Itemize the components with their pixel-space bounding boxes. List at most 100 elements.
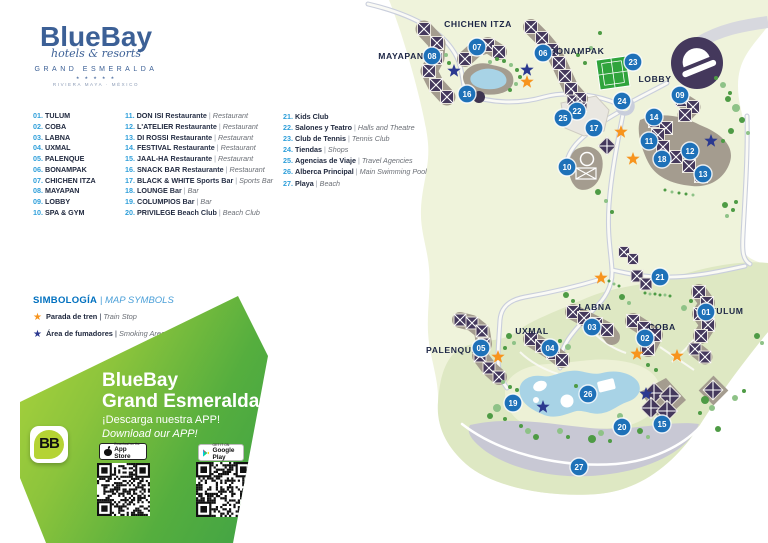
legend-item-06: 06. BONAMPAK — [33, 164, 87, 174]
map-marker-11: 11 — [639, 131, 659, 151]
legend-item-11: 11. DON ISI Restaurante | Restaurant — [125, 111, 248, 120]
legend-item-12: 12. L'ATELIER Restaurante | Restaurant — [125, 121, 258, 131]
legend-item-26: 26. Alberca Principal | Main Swimming Po… — [283, 167, 427, 177]
svg-text:16: 16 — [463, 90, 472, 99]
train-stop-star-icon — [630, 347, 644, 360]
map-label-palenque: PALENQUE — [426, 345, 478, 355]
bb-icon-blob — [34, 430, 64, 459]
logo-tagline: hotels & resorts — [51, 47, 141, 60]
svg-text:27: 27 — [575, 463, 584, 472]
smoking-area-star-icon — [704, 134, 718, 147]
svg-text:10: 10 — [563, 163, 572, 172]
smoking-area-star-icon — [639, 387, 653, 400]
map-label-tulum: TULUM — [710, 306, 743, 316]
svg-text:17: 17 — [590, 124, 599, 133]
map-label-lobby: LOBBY — [638, 74, 671, 84]
map-marker-07: 07 — [467, 37, 487, 57]
svg-text:04: 04 — [546, 344, 555, 353]
svg-text:19: 19 — [509, 399, 518, 408]
legend-item-17: 17. BLACK & WHITE Sports Bar | Sports Ba… — [125, 175, 274, 185]
map-marker-03: 03 — [582, 317, 602, 337]
legend-item-24: 24. Tiendas | Shops — [283, 145, 349, 155]
svg-text:20: 20 — [618, 423, 627, 432]
svg-text:21: 21 — [656, 273, 665, 282]
legend-item-27: 27. Playa | Beach — [283, 178, 341, 188]
train-stop-star-icon — [491, 350, 505, 363]
svg-text:07: 07 — [473, 43, 482, 52]
map-marker-20: 20 — [612, 417, 632, 437]
map-marker-25: 25 — [553, 108, 573, 128]
map-marker-10: 10 — [557, 157, 577, 177]
legend-item-15: 15. JAAL-HA Restaurante | Restaurant — [125, 154, 254, 163]
spa-circle — [579, 151, 595, 167]
svg-text:12: 12 — [686, 147, 695, 156]
svg-text:06: 06 — [539, 49, 548, 58]
svg-text:09: 09 — [676, 91, 685, 100]
legend-item-16: 16. SNACK BAR Restaurante | Restaurant — [125, 164, 265, 174]
svg-text:03: 03 — [588, 323, 597, 332]
map-marker-24: 24 — [612, 91, 632, 111]
map-marker-26: 26 — [578, 384, 598, 404]
bluebay-logo: BlueBay hotels & resorts GRAND ESMERALDA… — [28, 21, 164, 88]
legend-item-01: 01. TULUM — [33, 111, 71, 120]
legend-item-02: 02. COBA — [33, 121, 67, 131]
svg-text:24: 24 — [618, 97, 627, 106]
svg-text:08: 08 — [428, 52, 437, 61]
map-label-labna: LABNA — [578, 302, 611, 312]
map-marker-17: 17 — [584, 118, 604, 138]
svg-text:11: 11 — [645, 137, 654, 146]
legend-item-13: 13. DI ROSSI Restaurante | Restaurant — [125, 132, 254, 142]
legend-item-14: 14. FESTIVAL Restaurante | Restaurant — [125, 143, 256, 153]
google-play-icon — [203, 448, 210, 457]
svg-text:18: 18 — [658, 155, 667, 164]
logo-brand: BlueBay — [39, 21, 153, 52]
train-stop-star-icon — [594, 271, 608, 284]
beach — [468, 420, 699, 477]
svg-text:14: 14 — [650, 113, 659, 122]
map-label-bonampak: BONAMPAK — [550, 46, 605, 56]
map-label-mayapan: MAYAPAN — [378, 51, 423, 61]
map-label-coba: COBA — [648, 322, 676, 332]
legend-item-08: 08. MAYAPAN — [33, 186, 80, 196]
map-marker-27: 27 — [569, 457, 589, 477]
symbols-title: SIMBOLOGÍA | MAP SYMBOLS — [33, 295, 174, 306]
beach-shoreline — [460, 422, 702, 466]
symbol-item-smoking-area-star: ★Área de fumadores | Smoking Area — [33, 329, 166, 340]
map-marker-04: 04 — [540, 338, 560, 358]
train-stop-star-icon — [614, 125, 628, 138]
legend-item-10: 10. SPA & GYM — [33, 207, 85, 217]
map-marker-08: 08 — [422, 46, 442, 66]
bluebay-app-icon: BB — [30, 426, 68, 463]
app-promo-title: BlueBay Grand Esmeralda — [102, 370, 260, 412]
map-marker-13: 13 — [693, 164, 713, 184]
svg-text:13: 13 — [699, 170, 708, 179]
map-marker-16: 16 — [457, 84, 477, 104]
svg-text:25: 25 — [559, 114, 568, 123]
app-store-qr-code[interactable] — [97, 463, 150, 516]
map-marker-21: 21 — [650, 267, 670, 287]
map-marker-14: 14 — [644, 107, 664, 127]
map-marker-18: 18 — [652, 149, 672, 169]
legend-item-04: 04. UXMAL — [33, 143, 71, 153]
app-promo-subtitle: ¡Descarga nuestra APP! Download our APP! — [102, 414, 221, 440]
map-marker-02: 02 — [635, 328, 655, 348]
svg-text:26: 26 — [584, 390, 593, 399]
map-label-chichen-itza: CHICHEN ITZA — [444, 19, 512, 29]
logo-property: GRAND ESMERALDA — [34, 66, 158, 73]
top-pool-water — [470, 68, 507, 90]
svg-text:01: 01 — [702, 308, 711, 317]
map-marker-05: 05 — [471, 338, 491, 358]
map-stars — [447, 63, 718, 413]
map-marker-19: 19 — [503, 393, 523, 413]
svg-text:22: 22 — [573, 107, 582, 116]
map-symbols-legend: SIMBOLOGÍA | MAP SYMBOLS ★Parada de tren… — [33, 295, 174, 340]
map-marker-12: 12 — [680, 141, 700, 161]
spa-court — [575, 167, 597, 180]
